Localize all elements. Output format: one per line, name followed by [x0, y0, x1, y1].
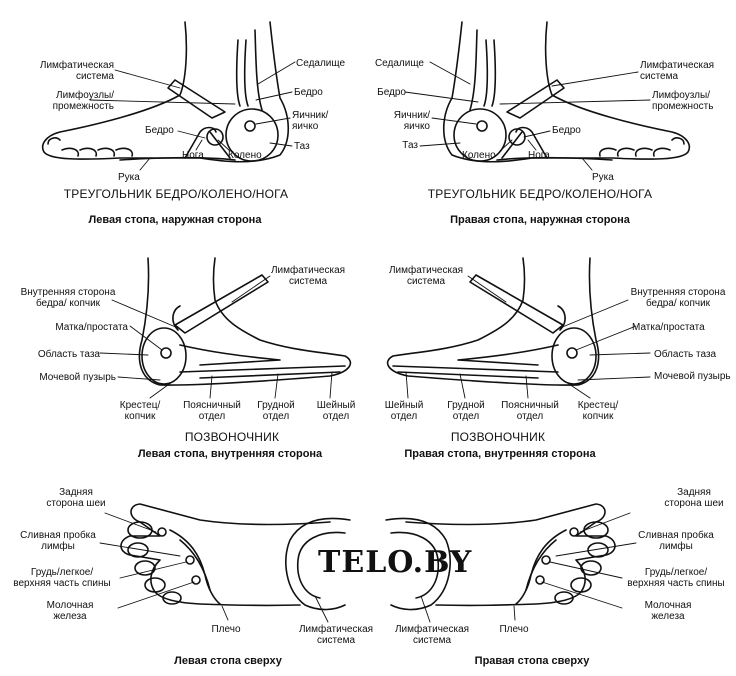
label-pelvic-area: Область таза — [654, 349, 717, 360]
watermark: TELO.BY — [318, 545, 473, 580]
label-sacrum: Крестец/копчик — [577, 400, 619, 422]
label-sacrum: Крестец/копчик — [119, 400, 161, 422]
label-ovary: Яичник/яичко — [292, 110, 329, 132]
left-inner-foot-drawing — [138, 257, 352, 386]
label-shoulder: Плечо — [499, 624, 529, 635]
label-leg: Нога — [182, 150, 204, 161]
label-pelvic-area: Область таза — [37, 349, 100, 360]
section-title-right-inner: ПОЗВОНОЧНИК — [450, 430, 546, 444]
label-lymph-nodes: Лимфоузлы/промежность — [652, 90, 714, 112]
left-top-leader-lines — [99, 512, 329, 623]
label-arm: Рука — [592, 172, 614, 183]
right-inner-foot-drawing — [386, 257, 600, 386]
label-uterus: Матка/простата — [632, 322, 705, 333]
label-hip: Бедро — [552, 125, 581, 136]
label-lymph-nodes: Лимфоузлы/промежность — [52, 90, 114, 112]
label-bladder: Мочевой пузырь — [39, 372, 116, 383]
left-top-foot-drawing — [120, 503, 351, 611]
label-hip: Бедро — [145, 125, 174, 136]
left-outer-foot-drawing — [41, 21, 290, 163]
label-hip-upper: Бедро — [294, 87, 323, 98]
right-outer-leader-lines — [404, 61, 651, 171]
left-outer-leader-lines — [89, 61, 296, 171]
label-uterus: Матка/простата — [55, 322, 128, 333]
label-hip-upper: Бедро — [377, 87, 406, 98]
label-shoulder: Плечо — [211, 624, 241, 635]
label-ovary: Яичник/яичко — [393, 110, 430, 132]
label-arm: Рука — [118, 172, 140, 183]
section-title-right-outer: ТРЕУГОЛЬНИК БЕДРО/КОЛЕНО/НОГА — [427, 187, 653, 201]
caption-right-top: Правая стопа сверху — [474, 655, 590, 667]
label-pelvis: Таз — [402, 140, 418, 151]
left-inner-leader-lines — [99, 275, 333, 399]
label-sciatic: Седалище — [296, 58, 346, 69]
label-sciatic: Седалище — [374, 58, 424, 69]
label-chest: Грудь/легкое/верхняя часть спины — [13, 567, 111, 589]
caption-left-inner: Левая стопа, внутренняя сторона — [137, 448, 323, 460]
section-title-left-inner: ПОЗВОНОЧНИК — [184, 430, 280, 444]
caption-right-outer: Правая стопа, наружная сторона — [450, 214, 630, 226]
right-top-leader-lines — [420, 512, 637, 623]
caption-left-top: Левая стопа сверху — [174, 655, 282, 667]
label-bladder: Мочевой пузырь — [654, 371, 731, 382]
right-inner-leader-lines — [405, 275, 651, 399]
label-pelvis: Таз — [294, 141, 310, 152]
caption-right-inner: Правая стопа, внутренняя сторона — [404, 448, 596, 460]
label-chest: Грудь/легкое/верхняя часть спины — [627, 567, 725, 589]
right-top-foot-drawing — [385, 503, 616, 611]
section-title-left-outer: ТРЕУГОЛЬНИК БЕДРО/КОЛЕНО/НОГА — [63, 187, 289, 201]
label-knee: Колено — [462, 150, 496, 161]
label-leg: Нога — [528, 150, 550, 161]
label-knee: Колено — [228, 150, 262, 161]
caption-left-outer: Левая стопа, наружная сторона — [88, 214, 262, 226]
